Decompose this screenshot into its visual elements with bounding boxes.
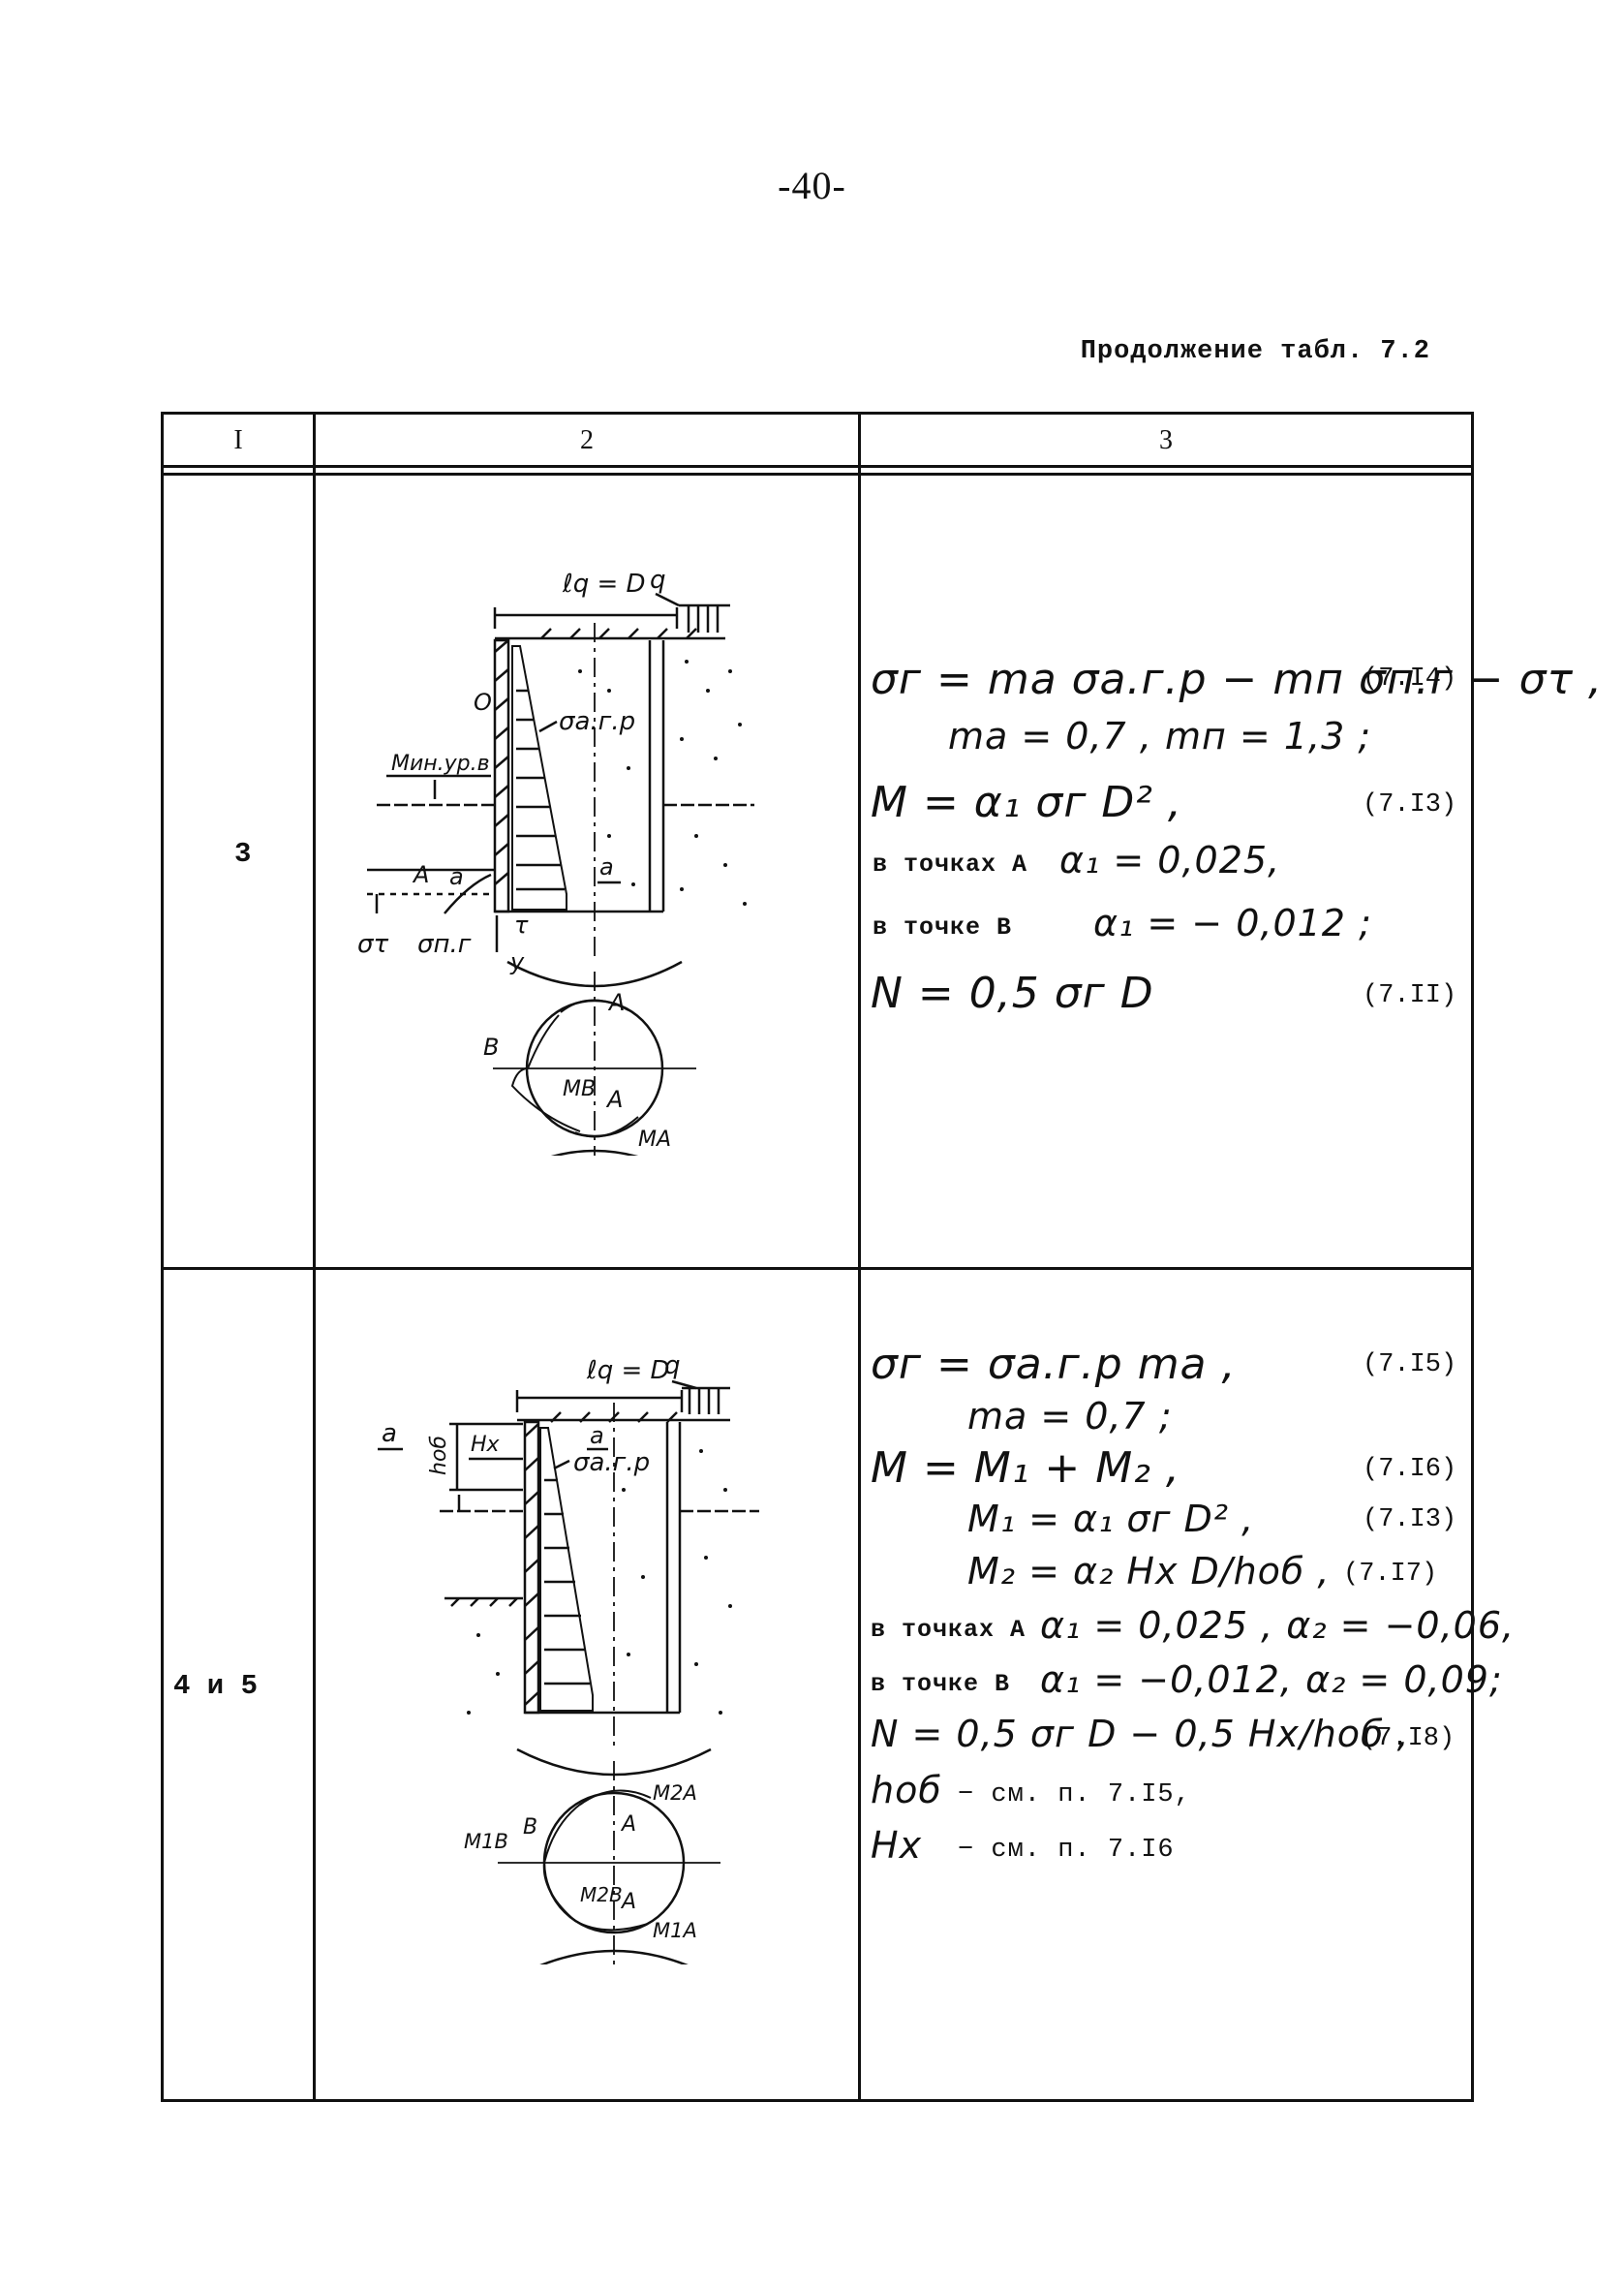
note-points-a: в точках А bbox=[873, 850, 1028, 879]
section-a-label: a bbox=[449, 863, 464, 890]
formula-ref: (7.II) bbox=[1363, 981, 1457, 1010]
alpha-points-a: α₁ = 0,025 , α₂ = −0,06, bbox=[1040, 1604, 1516, 1647]
water-level-label: Мин.ур.в bbox=[391, 752, 490, 776]
header-rule bbox=[164, 465, 1471, 468]
note-points-a: в точках А bbox=[871, 1616, 1026, 1644]
length-label: ℓq = D bbox=[586, 1356, 670, 1385]
moment-a-label: MA bbox=[638, 1128, 671, 1152]
formula-7-18: N = 0,5 σг D − 0,5 Hx/hоб , bbox=[871, 1713, 1410, 1755]
moment-1b-label: M1B bbox=[464, 1830, 508, 1853]
scheme-case-3: ℓq = D q O bbox=[348, 555, 851, 1156]
section-a-label-2: a bbox=[599, 853, 614, 881]
formula-7-14: σг = mа σа.г.р − mп σп.г − στ , bbox=[871, 655, 1603, 704]
column-divider bbox=[313, 415, 316, 2099]
section-a-label-2: a bbox=[590, 1422, 604, 1449]
section-a-label: a bbox=[382, 1419, 397, 1448]
scheme-case-4-5: ℓq = D q σa.г.р bbox=[333, 1345, 856, 1964]
alpha-point-b: α₁ = − 0,012 ; bbox=[1093, 902, 1372, 944]
moment-1a-label: M1A bbox=[653, 1919, 697, 1942]
plan-point-b-label: B bbox=[523, 1815, 537, 1840]
reference-hx: − см. п. 7.I6 bbox=[958, 1836, 1175, 1865]
earth-pressure-label: σa.г.р bbox=[573, 1448, 650, 1477]
moment-b-label: MB bbox=[563, 1077, 596, 1101]
formula-7-13: M₁ = α₁ σг D² , bbox=[967, 1498, 1255, 1540]
formula-coefficients: mа = 0,7 , mп = 1,3 ; bbox=[948, 715, 1372, 758]
passive-stress-label: σп.г bbox=[417, 930, 472, 959]
column-divider bbox=[858, 415, 861, 2099]
plan-point-a2-label: A bbox=[620, 1890, 636, 1914]
moment-2a-label: M2A bbox=[653, 1781, 697, 1805]
table-continuation-caption: Продолжение табл. 7.2 bbox=[1080, 337, 1430, 366]
formula-ref: (7.I8) bbox=[1361, 1724, 1455, 1753]
earth-pressure-label: σa.г.р bbox=[559, 707, 635, 736]
point-o-label: O bbox=[474, 689, 492, 716]
formula-ref: (7.I7) bbox=[1343, 1560, 1438, 1589]
row-number: 3 bbox=[234, 838, 252, 870]
plan-point-b-label: B bbox=[483, 1034, 499, 1061]
note-point-b: в точке В bbox=[873, 913, 1013, 942]
formula-ref: (7.I3) bbox=[1363, 790, 1457, 819]
load-label: q bbox=[650, 566, 666, 595]
formula-7-11: N = 0,5 σг D bbox=[871, 969, 1154, 1018]
reference-hx-symbol: Hx bbox=[871, 1824, 923, 1867]
plan-point-a-label: A bbox=[607, 989, 625, 1016]
length-label: ℓq = D bbox=[562, 570, 646, 599]
table-7-2: I 2 3 3 ℓq = D q bbox=[161, 412, 1602, 2102]
header-rule bbox=[164, 473, 1471, 476]
reference-hob: − см. п. 7.I5, bbox=[958, 1780, 1191, 1809]
row-number: 4 и 5 bbox=[173, 1670, 259, 1702]
page-number: -40- bbox=[778, 164, 846, 207]
hob-label: hоб bbox=[427, 1436, 451, 1475]
note-point-b: в точке В bbox=[871, 1670, 1011, 1698]
formula-ref: (7.I4) bbox=[1363, 665, 1457, 694]
moment-2b-label: M2B bbox=[580, 1883, 623, 1906]
reference-hob-symbol: hоб bbox=[871, 1769, 942, 1811]
formula-7-16: M = M₁ + M₂ , bbox=[871, 1443, 1180, 1493]
friction-stress-label: στ bbox=[357, 930, 388, 959]
formula-coefficient: mа = 0,7 ; bbox=[967, 1395, 1173, 1438]
load-label: q bbox=[664, 1351, 681, 1380]
formula-7-17: M₂ = α₂ Hx D/hоб , bbox=[967, 1550, 1331, 1592]
header-col-1: I bbox=[233, 425, 243, 455]
formula-7-15: σг = σа.г.р mа , bbox=[871, 1340, 1237, 1389]
header-col-2: 2 bbox=[580, 425, 594, 455]
hx-label: Hx bbox=[471, 1433, 501, 1457]
formula-ref: (7.I6) bbox=[1363, 1455, 1457, 1484]
formula-7-13: M = α₁ σг D² , bbox=[871, 778, 1182, 827]
formula-ref: (7.I3) bbox=[1363, 1505, 1457, 1534]
plan-point-a-label: A bbox=[620, 1812, 636, 1837]
point-a-label: A bbox=[412, 861, 429, 888]
tau-label: τ bbox=[514, 912, 529, 939]
alpha-point-b: α₁ = −0,012, α₂ = 0,09; bbox=[1040, 1658, 1503, 1701]
alpha-points-a: α₁ = 0,025, bbox=[1059, 839, 1281, 881]
row-divider bbox=[164, 1267, 1471, 1270]
header-col-3: 3 bbox=[1159, 425, 1173, 455]
plan-point-a2-label: A bbox=[605, 1086, 623, 1113]
y-axis-label: y bbox=[509, 948, 525, 975]
formula-ref: (7.I5) bbox=[1363, 1350, 1457, 1379]
